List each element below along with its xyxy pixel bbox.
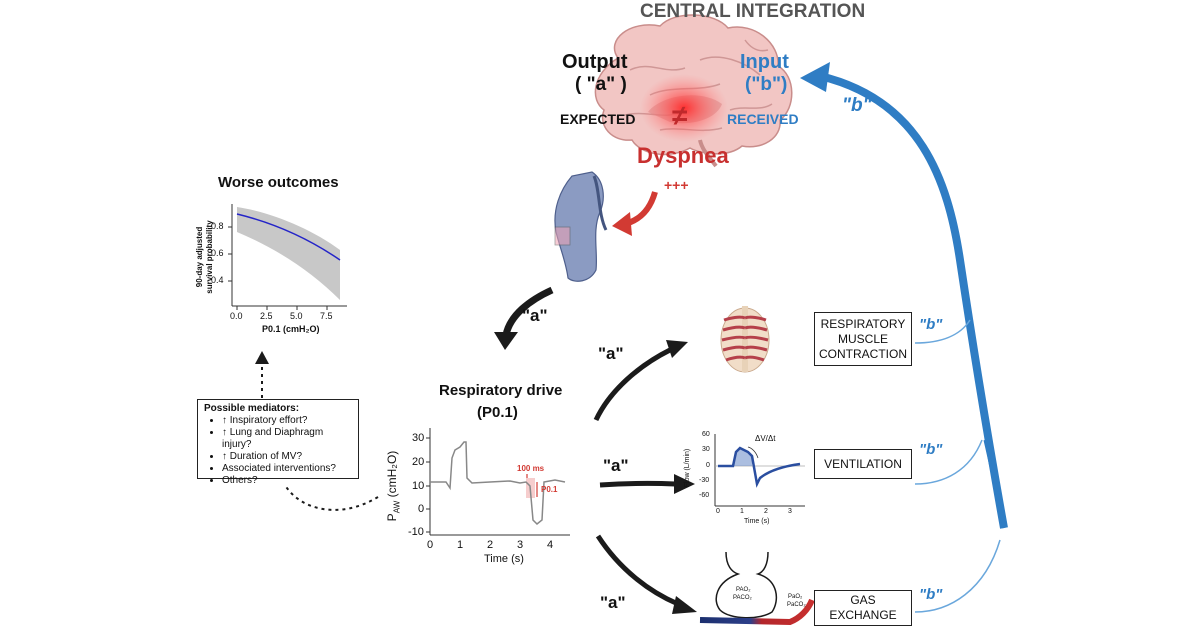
flow-x-tick: 1 xyxy=(740,508,744,515)
muscle-box-line: MUSCLE xyxy=(837,331,888,346)
muscle-box-line: CONTRACTION xyxy=(819,346,907,361)
expected-label: EXPECTED xyxy=(560,111,636,127)
mediator-item: Others? xyxy=(222,475,352,487)
input-label: Input xyxy=(740,51,789,73)
mediator-item: ↑ Lung and Diaphragm injury? xyxy=(222,427,352,451)
dotted-connectors xyxy=(255,351,379,511)
arrow-label-b-main: "b" xyxy=(842,95,872,116)
pressure-annotation-p01: P0.1 xyxy=(541,485,558,494)
pressure-y-tick: 30 xyxy=(412,432,425,444)
pressure-y-tick: 20 xyxy=(412,456,425,468)
flow-y-tick: -30 xyxy=(699,477,710,484)
survival-x-tick: 0.0 xyxy=(230,311,243,321)
drive-arrow xyxy=(494,286,554,350)
muscle-box-line: RESPIRATORY xyxy=(820,316,906,331)
flow-y-axis-label: Flow (L/min) xyxy=(684,448,691,488)
gas-box-line: EXCHANGE xyxy=(829,608,897,622)
effector-arrows xyxy=(593,340,697,614)
survival-x-tick: 5.0 xyxy=(290,311,303,321)
drive-subtitle: (P0.1) xyxy=(477,404,518,421)
flow-x-tick: 0 xyxy=(716,508,720,515)
pressure-chart xyxy=(426,428,570,536)
not-equal-sign: ≠ xyxy=(672,100,688,131)
gas-exchange-box: GAS EXCHANGE xyxy=(814,590,912,626)
pressure-y-label-p: P xyxy=(385,513,399,522)
central-integration-title: CENTRAL INTEGRATION xyxy=(640,1,866,22)
pressure-x-tick: 4 xyxy=(547,539,554,551)
survival-chart-title: Worse outcomes xyxy=(218,174,339,191)
pressure-x-tick: 0 xyxy=(427,539,434,551)
dyspnea-arrow xyxy=(612,191,658,236)
ribcage-illustration xyxy=(720,306,770,373)
flow-chart xyxy=(714,434,805,507)
arrow-label-b-gas: "b" xyxy=(919,586,943,603)
survival-x-tick: 7.5 xyxy=(320,311,333,321)
survival-y-label-line1: 90-day adjusted xyxy=(195,226,204,288)
pressure-x-axis-label: Time (s) xyxy=(484,553,524,565)
arterial-po2-label: PaO₂ xyxy=(788,594,803,600)
pressure-y-tick: 0 xyxy=(418,503,425,515)
input-sublabel: ("b") xyxy=(745,74,788,95)
survival-chart xyxy=(228,204,347,310)
drive-title: Respiratory drive xyxy=(439,382,563,399)
flow-x-tick: 3 xyxy=(788,508,792,515)
mediator-item: Associated interventions? xyxy=(222,463,352,475)
output-label: Output xyxy=(562,51,628,73)
flow-y-tick: 30 xyxy=(702,446,710,453)
flow-annotation: ΔV/Δt xyxy=(755,434,776,443)
pressure-y-tick: -10 xyxy=(408,526,424,538)
survival-y-tick: 0.6 xyxy=(211,248,224,258)
survival-y-tick: 0.8 xyxy=(211,221,224,231)
flow-y-tick: 60 xyxy=(702,431,710,438)
survival-x-axis-label: P0.1 (cmH₂O) xyxy=(262,324,320,334)
arrow-label-b-muscle: "b" xyxy=(919,316,943,333)
arterial-pco2-label: PaCO₂ xyxy=(787,602,806,608)
respiratory-muscle-box: RESPIRATORY MUSCLE CONTRACTION xyxy=(814,312,912,366)
pressure-annotation-100ms: 100 ms xyxy=(517,464,545,473)
survival-x-tick: 2.5 xyxy=(260,311,273,321)
alveolus-illustration xyxy=(699,551,815,626)
feedback-arrows xyxy=(800,62,1008,613)
flow-x-axis-label: Time (s) xyxy=(744,518,770,525)
arrow-label-a-muscle: "a" xyxy=(598,344,624,363)
brainstem-illustration xyxy=(554,171,608,282)
pressure-y-label-unit: (cmH₂O) xyxy=(385,450,399,498)
mediators-title: Possible mediators: xyxy=(204,403,300,414)
mediator-item: ↑ Duration of MV? xyxy=(222,451,352,463)
pressure-x-tick: 1 xyxy=(457,539,464,551)
dyspnea-label: Dyspnea xyxy=(637,143,729,168)
arrow-label-a-gas: "a" xyxy=(600,593,626,612)
received-label: RECEIVED xyxy=(727,111,799,127)
flow-y-tick: 0 xyxy=(706,462,710,469)
mediator-item: ↑ Inspiratory effort? xyxy=(222,415,352,427)
pressure-x-tick: 2 xyxy=(487,539,494,551)
arrow-label-a-ventilation: "a" xyxy=(603,456,629,475)
alveolar-po2-label: PAO₂ xyxy=(736,587,751,593)
mediators-box: Possible mediators: ↑ Inspiratory effort… xyxy=(197,399,359,486)
alveolar-pco2-label: PACO₂ xyxy=(733,595,752,601)
survival-y-tick: 0.4 xyxy=(211,275,224,285)
flow-y-tick: -60 xyxy=(699,492,710,499)
intensity-plus: +++ xyxy=(664,177,689,193)
flow-x-tick: 2 xyxy=(764,508,768,515)
mediators-list: ↑ Inspiratory effort? ↑ Lung and Diaphra… xyxy=(204,415,352,487)
pressure-y-axis-label: PAW (cmH₂O) xyxy=(385,431,401,541)
pressure-y-tick: 10 xyxy=(412,480,425,492)
arrow-label-b-ventilation: "b" xyxy=(919,441,943,458)
gas-box-line: GAS xyxy=(850,593,876,607)
brain-illustration xyxy=(594,14,793,168)
pressure-x-tick: 3 xyxy=(517,539,524,551)
ventilation-box: VENTILATION xyxy=(814,449,912,479)
arrow-label-a-drive: "a" xyxy=(522,306,548,325)
output-sublabel: ( "a" ) xyxy=(575,74,627,95)
pressure-y-label-sub: AW xyxy=(392,500,402,514)
